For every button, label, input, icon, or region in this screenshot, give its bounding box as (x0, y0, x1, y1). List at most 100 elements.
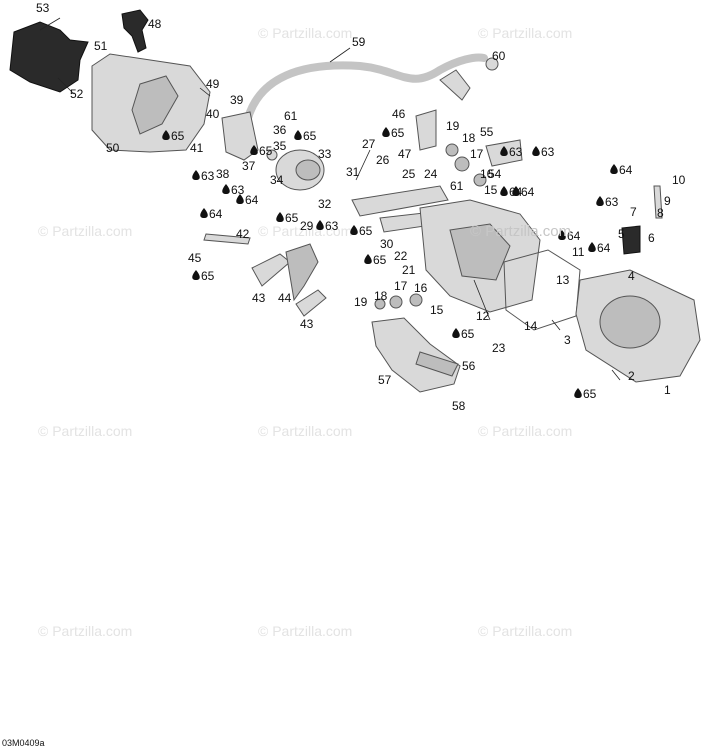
callout-54: 54 (488, 167, 502, 181)
callout-53: 53 (36, 1, 50, 15)
watermark: © Partzilla.com (478, 623, 572, 639)
drop-icon (276, 212, 284, 222)
lubricant-callout-63: 63 (532, 145, 555, 159)
callout-25: 25 (402, 167, 416, 181)
callout-17: 17 (394, 279, 408, 293)
callout-12: 12 (476, 309, 490, 323)
figure-code: 03M0409a (2, 738, 45, 748)
leader-line (199, 87, 211, 97)
drop-icon (452, 328, 460, 338)
callout-26: 26 (376, 153, 390, 167)
callout-61: 61 (284, 109, 298, 123)
callout-19: 19 (446, 119, 460, 133)
part-48-shape (121, 9, 149, 53)
leader-line (611, 369, 621, 381)
lubricant-number: 64 (521, 185, 535, 199)
callout-51: 51 (94, 39, 108, 53)
lubricant-number: 65 (201, 269, 215, 283)
watermark: © Partzilla.com (258, 423, 352, 439)
drop-icon (162, 130, 170, 140)
callout-16: 16 (480, 167, 494, 181)
part-43b-shape (295, 289, 327, 317)
lubricant-number: 63 (509, 145, 523, 159)
lubricant-callout-65: 65 (276, 211, 299, 225)
lubricant-number: 63 (231, 183, 245, 197)
lubricant-callout-63: 63 (222, 183, 245, 197)
callout-2: 2 (628, 369, 635, 383)
callout-44: 44 (278, 291, 292, 305)
callout-58: 58 (452, 399, 466, 413)
leader-line (355, 149, 371, 181)
part-9-shape (653, 185, 663, 219)
callout-30: 30 (380, 237, 394, 251)
callout-56: 56 (462, 359, 476, 373)
lubricant-number: 65 (391, 126, 405, 140)
lubricant-number: 65 (259, 144, 273, 158)
watermark: © Partzilla.com (258, 223, 352, 239)
part-58-shape (371, 317, 461, 393)
lubricant-callout-65: 65 (382, 126, 405, 140)
watermark: © Partzilla.com (38, 623, 132, 639)
lubricant-callout-63: 63 (596, 195, 619, 209)
lubricant-callout-64: 64 (610, 163, 633, 177)
drop-icon (350, 225, 358, 235)
part-50-detail (131, 75, 179, 135)
drop-icon (558, 230, 566, 240)
part-35-shape (266, 149, 278, 161)
callout-46: 46 (392, 107, 406, 121)
lubricant-number: 64 (509, 185, 523, 199)
lubricant-callout-64: 64 (512, 185, 535, 199)
lubricant-callout-65: 65 (294, 129, 317, 143)
drop-icon (236, 194, 244, 204)
callout-48: 48 (148, 17, 162, 31)
lubricant-number: 64 (619, 163, 633, 177)
lubricant-number: 65 (373, 253, 387, 267)
callout-10: 10 (672, 173, 686, 187)
callout-32: 32 (318, 197, 332, 211)
lubricant-callout-65: 65 (364, 253, 387, 267)
part-53-shape (9, 21, 89, 93)
lubricant-number: 64 (567, 229, 581, 243)
leader-line (57, 77, 75, 95)
part-16b-shape (409, 293, 423, 307)
callout-42: 42 (236, 227, 250, 241)
callout-43: 43 (252, 291, 266, 305)
callout-4: 4 (628, 269, 635, 283)
lubricant-number: 64 (245, 193, 259, 207)
callout-49: 49 (206, 77, 220, 91)
lubricant-callout-65: 65 (574, 387, 597, 401)
drop-icon (192, 270, 200, 280)
lubricant-callout-64: 64 (200, 207, 223, 221)
part-18-shape (445, 143, 459, 157)
leader-line (39, 17, 61, 31)
drop-icon (500, 186, 508, 196)
callout-40: 40 (206, 107, 220, 121)
drop-icon (574, 388, 582, 398)
part-60-shape (244, 53, 488, 122)
drop-icon (192, 170, 200, 180)
lubricant-number: 63 (325, 219, 339, 233)
callout-18: 18 (462, 131, 476, 145)
callout-7: 7 (630, 205, 637, 219)
callout-13: 13 (556, 273, 570, 287)
callout-47: 47 (398, 147, 412, 161)
lubricant-number: 63 (605, 195, 619, 209)
part-39-shape (221, 111, 259, 161)
part-44-shape (285, 243, 319, 302)
callout-60: 60 (492, 49, 506, 63)
part-33-shape (295, 159, 321, 181)
watermark-layer: © Partzilla.com © Partzilla.com © Partzi… (38, 25, 572, 639)
lubricant-number: 63 (541, 145, 555, 159)
lubricant-callout-64: 64 (500, 185, 523, 199)
callout-61: 61 (450, 179, 464, 193)
callout-1: 1 (664, 383, 671, 397)
part-27-shape (351, 185, 449, 217)
lubricant-callout-64: 64 (236, 193, 259, 207)
callout-39: 39 (230, 93, 244, 107)
drop-icon (222, 184, 230, 194)
callout-29: 29 (300, 219, 314, 233)
callout-37: 37 (242, 159, 256, 173)
drop-icon (532, 146, 540, 156)
